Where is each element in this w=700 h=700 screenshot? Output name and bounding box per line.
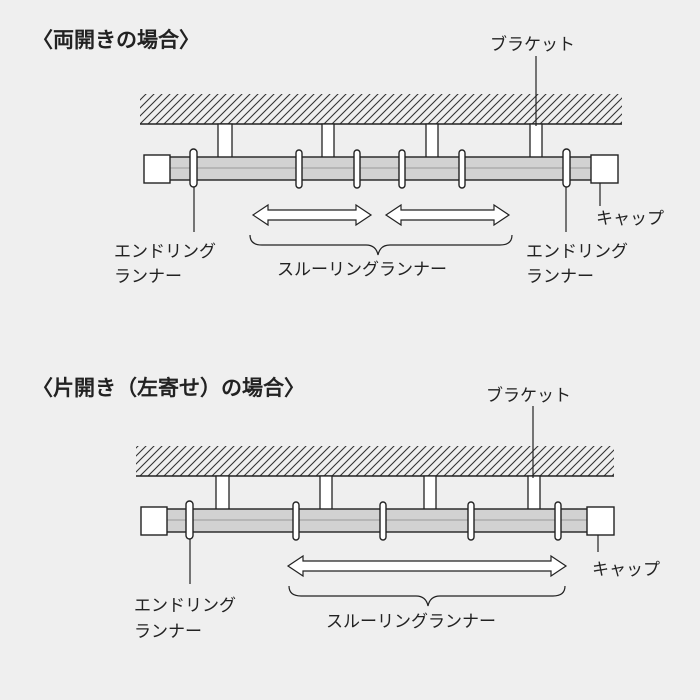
cap-left (140, 506, 168, 536)
cap-label: キャップ (592, 560, 660, 580)
end-ring-label-right-2: ランナー (526, 267, 594, 287)
through-ring-runner (554, 501, 562, 541)
cap-label: キャップ (596, 209, 664, 229)
bracket-label: ブラケット (490, 34, 575, 55)
end-ring-label-left-2: ランナー (134, 622, 202, 642)
through-ring-runner (458, 149, 466, 189)
through-ring-runner (295, 149, 303, 189)
open-direction-arrows (251, 203, 511, 227)
leader-lines (193, 56, 601, 232)
end-ring-label-right: エンドリング (526, 242, 628, 262)
through-ring-runner (398, 149, 406, 189)
open-direction-arrow (286, 554, 568, 578)
cap-right (586, 506, 615, 536)
ceiling (136, 446, 614, 477)
through-ring-label: スルーリングランナー (326, 612, 496, 632)
runners (185, 500, 562, 541)
section-heading: 〈両開きの場合〉 (32, 28, 200, 52)
end-ring-label-left: エンドリング (114, 242, 216, 262)
leader-lines (189, 406, 599, 584)
bracket-label: ブラケット (486, 385, 571, 406)
cap-left (143, 154, 171, 184)
brackets (215, 475, 541, 512)
section-single-open-left: 〈片開き（左寄せ）の場合〉 (32, 376, 660, 642)
end-ring-runner-left (189, 148, 198, 188)
section-double-open: 〈両開きの場合〉 (32, 28, 664, 287)
cap-right (590, 154, 619, 184)
brackets (217, 123, 543, 160)
end-ring-label-left: エンドリング (134, 596, 236, 616)
ceiling (140, 94, 622, 125)
through-ring-brace (288, 585, 566, 607)
through-ring-runner (353, 149, 361, 189)
section-heading: 〈片開き（左寄せ）の場合〉 (32, 376, 305, 400)
end-ring-runner-right (562, 148, 571, 188)
through-ring-brace (249, 234, 513, 256)
through-ring-runner (292, 501, 300, 541)
through-ring-runner (467, 501, 475, 541)
end-ring-label-left-2: ランナー (114, 267, 182, 287)
through-ring-label: スルーリングランナー (277, 260, 447, 280)
end-ring-runner-left (185, 500, 194, 540)
through-ring-runner (379, 501, 387, 541)
